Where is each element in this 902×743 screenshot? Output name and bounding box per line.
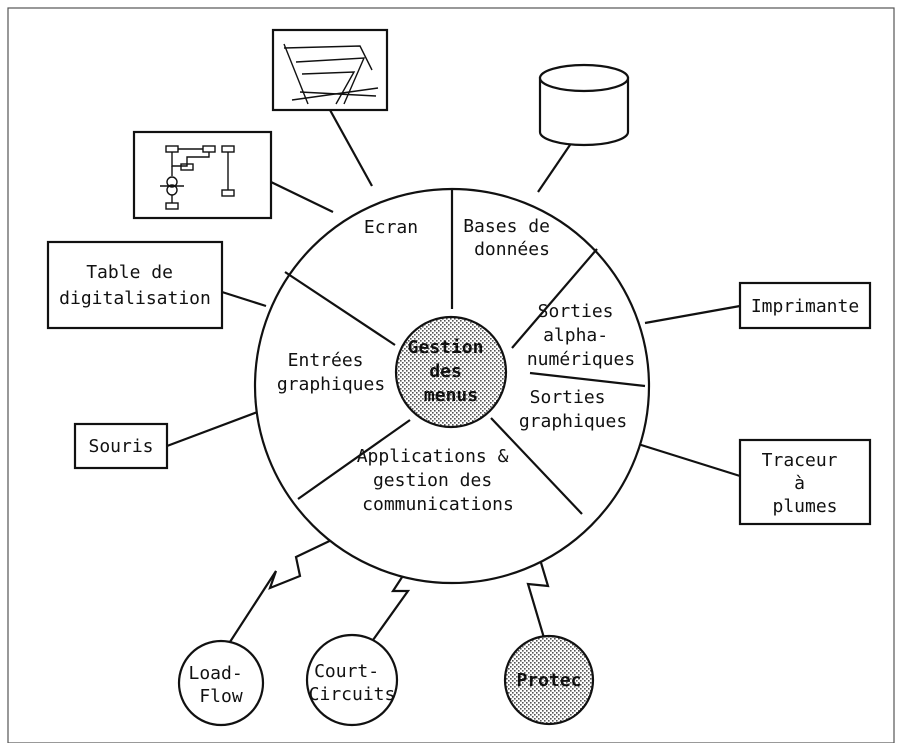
protec-module: Protec (503, 634, 595, 726)
sector-ecran-label: Ecran (364, 217, 418, 238)
connector-traceur (637, 442, 741, 478)
connector-souris (166, 406, 269, 448)
page-frame (7, 7, 895, 743)
court-circuits-module: Court- Circuits (305, 633, 399, 727)
connector-schematic (270, 181, 334, 213)
svg-text:Court- Circuits: Court- Circuits (309, 661, 396, 705)
database-icon (538, 63, 630, 147)
center-hub (394, 315, 508, 429)
connector-table (221, 290, 267, 308)
connector-screen (329, 109, 373, 187)
sector-applications-label: Applications & gestion des communication… (357, 446, 520, 515)
svg-text:Table de digitalisation: Table de digitalisation (59, 262, 211, 309)
connector-loadflow (227, 535, 341, 646)
imprimante-box: Imprimante (738, 281, 872, 330)
svg-text:Protec: Protec (516, 670, 581, 691)
divider-bases-sorties (511, 248, 598, 349)
svg-text:Souris: Souris (88, 436, 153, 457)
souris-box: Souris (73, 422, 169, 470)
sector-sorties-alpha-label: Sorties alpha- numériques (527, 301, 635, 370)
center-label: Gestion des menus (408, 337, 495, 406)
connector-protec (526, 545, 550, 649)
divider-sorties-alpha-graph (529, 371, 646, 388)
svg-text:Load- Flow: Load- Flow (188, 663, 253, 707)
sector-bases-label: Bases de données (463, 216, 561, 260)
table-digitalisation-box: Table de digitalisation (46, 240, 224, 330)
loadflow-module: Load- Flow (177, 639, 265, 727)
svg-text:Imprimante: Imprimante (751, 296, 859, 317)
connector-database (537, 141, 573, 193)
divider-entrees-ecran (284, 271, 396, 346)
connector-imprimante (644, 304, 741, 325)
divider-graph-applications (490, 417, 583, 515)
schematic-icon (132, 130, 273, 220)
sector-sorties-graph-label: Sorties graphiques (519, 387, 627, 432)
connector-court (372, 567, 411, 641)
svg-text:Traceur à plumes: Traceur à plumes (762, 450, 849, 517)
screen-icon (271, 28, 389, 112)
divider-applications-entrees (297, 419, 411, 500)
sector-entrees-label: Entrées graphiques (277, 350, 385, 395)
traceur-box: Traceur à plumes (738, 438, 872, 526)
